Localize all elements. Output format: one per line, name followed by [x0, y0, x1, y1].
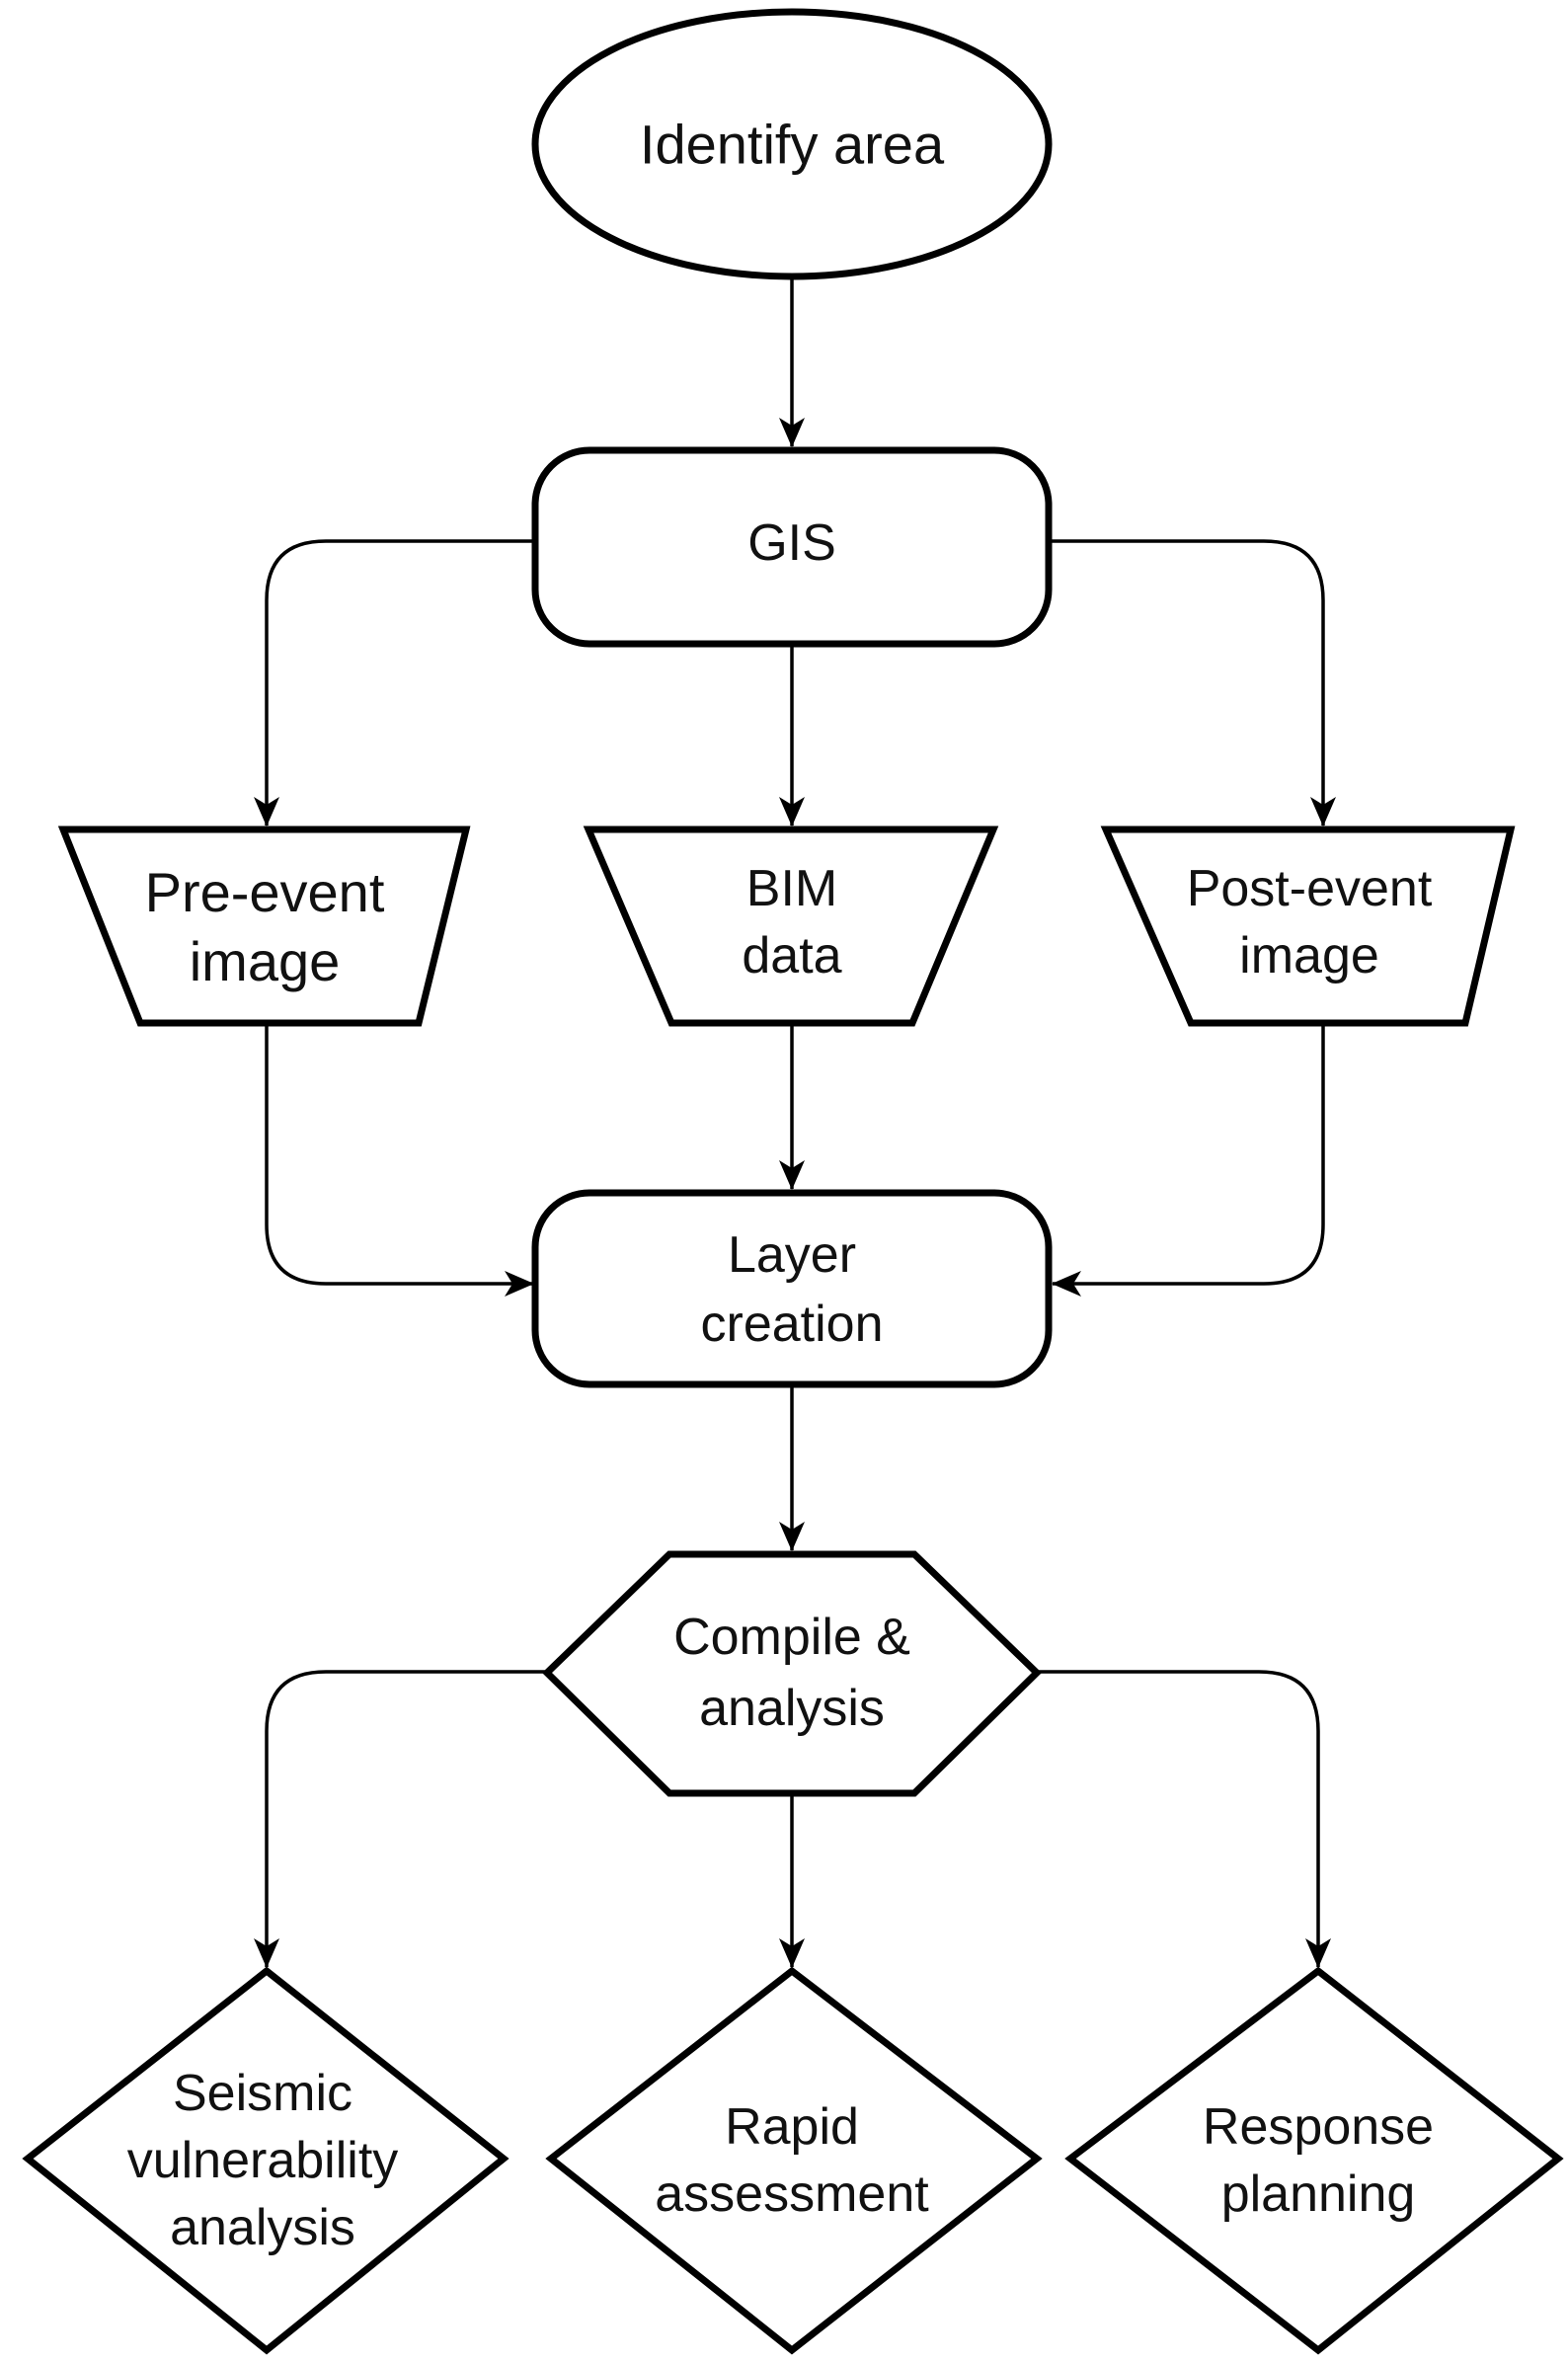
layer-creation-rounded-rect	[531, 1189, 1053, 1388]
label-line: analysis	[170, 2199, 355, 2256]
node-compile-analysis: Compile & analysis	[541, 1550, 1043, 1797]
rapid-assessment-diamond	[545, 1966, 1043, 2355]
edge-gis-to-post-event-image	[1049, 539, 1336, 827]
node-bim-data: BIM data	[583, 826, 999, 1027]
pre-event-image-trapezoid	[57, 826, 471, 1027]
node-seismic-vulnerability-analysis: Seismic vulnerability analysis	[22, 1966, 510, 2355]
pre-event-image-label: Pre-event image	[145, 861, 385, 992]
node-pre-event-image: Pre-event image	[57, 826, 471, 1027]
label-line: vulnerability	[127, 2132, 399, 2189]
edge-gis-to-pre-event-image	[254, 539, 535, 827]
response-planning-diamond	[1064, 1966, 1564, 2355]
label-line: data	[742, 927, 841, 984]
label-line: planning	[1221, 2165, 1416, 2223]
label-line: image	[1239, 927, 1379, 984]
post-event-image-label: Post-event image	[1187, 860, 1433, 984]
label-line: BIM	[746, 860, 837, 917]
layer-creation-label: Layer creation	[701, 1226, 884, 1353]
label-line: Response	[1203, 2098, 1434, 2156]
gis-label: GIS	[747, 514, 836, 572]
label-line: creation	[701, 1296, 884, 1353]
node-post-event-image: Post-event image	[1100, 826, 1516, 1027]
bim-data-label: BIM data	[742, 860, 841, 984]
gis-rounded-rect	[531, 446, 1053, 648]
label-line: image	[190, 930, 341, 992]
edge-post-event-image-to-layer-creation	[1052, 1023, 1325, 1297]
compile-analysis-label: Compile & analysis	[673, 1609, 910, 1737]
label-line: Compile &	[673, 1609, 910, 1666]
seismic-vulnerability-analysis-label: Seismic vulnerability analysis	[127, 2065, 399, 2256]
node-rapid-assessment: Rapid assessment	[545, 1966, 1043, 2355]
post-event-image-trapezoid	[1100, 826, 1516, 1027]
node-identify-area: Identify area	[531, 8, 1053, 280]
edge-compile-analysis-to-response-planning	[1037, 1670, 1331, 1968]
edge-pre-event-image-to-layer-creation	[265, 1023, 534, 1297]
compile-analysis-hexagon	[541, 1550, 1043, 1797]
node-gis: GIS	[531, 446, 1053, 648]
label-line: Seismic	[173, 2065, 353, 2122]
label-line: Pre-event	[145, 861, 385, 923]
edge-compile-analysis-to-seismic-vulnerability-analysis	[254, 1670, 547, 1968]
identify-area-label: Identify area	[640, 114, 945, 176]
label-line: analysis	[699, 1680, 885, 1737]
label-line: Layer	[728, 1226, 856, 1284]
rapid-assessment-label: Rapid assessment	[655, 2098, 929, 2223]
label-line: assessment	[655, 2165, 929, 2223]
identify-area-ellipse	[531, 8, 1053, 280]
label-line: Rapid	[725, 2098, 859, 2156]
seismic-vulnerability-analysis-diamond	[22, 1966, 510, 2355]
node-response-planning: Response planning	[1064, 1966, 1564, 2355]
response-planning-label: Response planning	[1203, 2098, 1434, 2223]
edges	[254, 276, 1336, 1968]
label-line: Post-event	[1187, 860, 1433, 917]
bim-data-trapezoid	[583, 826, 999, 1027]
node-layer-creation: Layer creation	[531, 1189, 1053, 1388]
